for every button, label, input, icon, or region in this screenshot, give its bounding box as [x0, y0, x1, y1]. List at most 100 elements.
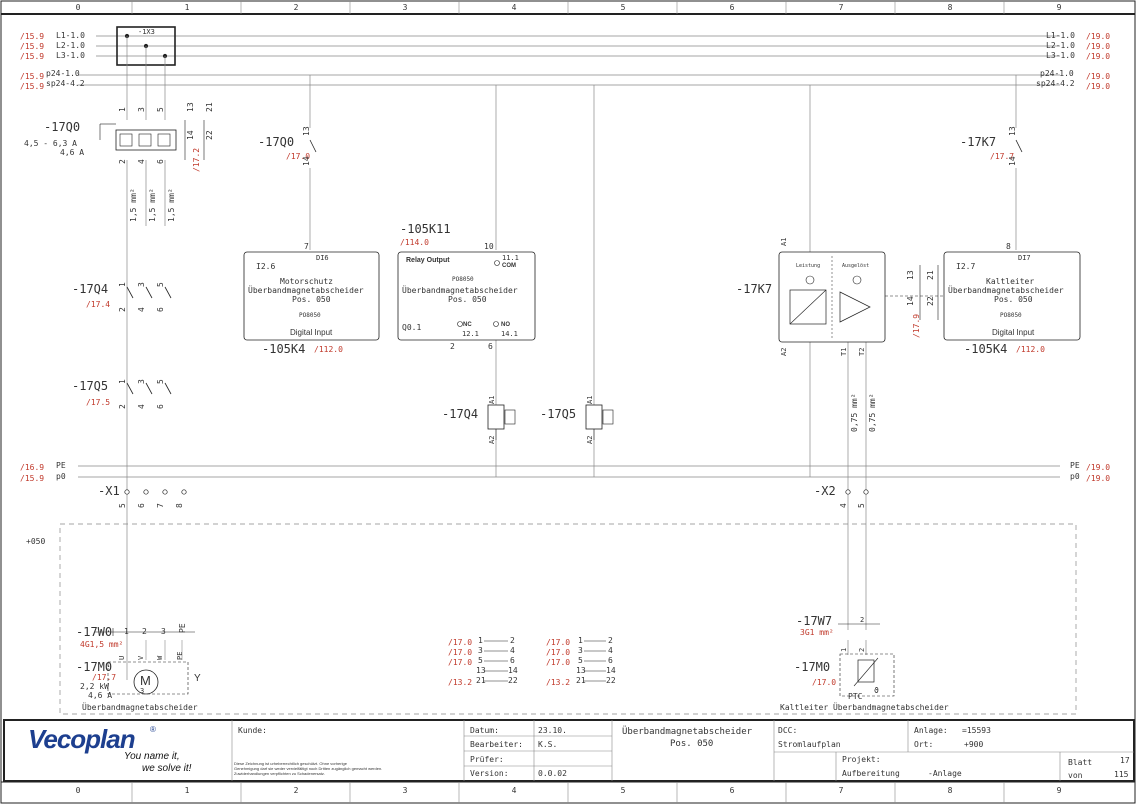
k7-contact-tag: -17K7 — [960, 135, 997, 149]
w7-pin: 2 — [860, 616, 865, 624]
di6-ref: /112.0 — [314, 345, 343, 354]
ruler-top-0: 0 — [75, 3, 81, 12]
relay-desc: Überbandmagnetabscheider — [402, 286, 518, 295]
pe-ref-right: /19.0 — [1086, 463, 1111, 472]
motor-connection: Y — [194, 673, 201, 684]
rail-ref-l1-right: /19.0 — [1086, 32, 1111, 41]
ruler-top-9: 9 — [1056, 3, 1062, 12]
rail-name-l1-left: L1-1.0 — [56, 31, 85, 40]
ruler-top-7: 7 — [838, 3, 844, 12]
version-label: Version: — [470, 769, 509, 778]
ptc-pin-2: 2 — [858, 647, 866, 652]
di7-part: PO8050 — [1000, 312, 1022, 319]
rail-name-sp24-left: sp24-4.2 — [46, 79, 85, 88]
q0-wire-3: 1,5 mm² — [167, 188, 176, 222]
rail-ref-sp24-left: /15.9 — [20, 82, 45, 91]
q4-pin-2: 2 — [118, 307, 127, 312]
di7-address: I2.7 — [956, 262, 976, 271]
di7-label: DI7 — [1018, 254, 1031, 262]
kunde-label: Kunde: — [238, 726, 267, 735]
pruefer-label: Prüfer: — [470, 755, 504, 764]
ct1-b-1: 4 — [510, 646, 515, 655]
motor-tag: -17M0 — [76, 660, 113, 674]
x2-pin-4: 4 — [839, 503, 848, 508]
rail-ref-l2-right: /19.0 — [1086, 42, 1111, 51]
rail-name-l2-left: L2-1.0 — [56, 41, 85, 50]
di6-title: Motorschutz — [280, 277, 333, 286]
q0-pin-5: 5 — [156, 107, 165, 112]
w0-pin-pe: PE — [178, 623, 187, 633]
q4-ref: /17.4 — [86, 300, 111, 309]
k7-pin-14: 14 — [906, 296, 915, 306]
ct2-a-2: 5 — [578, 656, 583, 665]
di7-ref: /112.0 — [1016, 345, 1045, 354]
q5-pin-6: 6 — [156, 404, 165, 409]
ruler-bottom-2: 2 — [293, 786, 299, 795]
ct2-a-0: 1 — [578, 636, 583, 645]
ct2-b-4: 22 — [606, 676, 616, 685]
relay-no-num: 14.1 — [501, 330, 518, 338]
rail-name-p24-left: p24-1.0 — [46, 69, 80, 78]
x2-tag: -X2 — [814, 484, 836, 498]
k7-pin-22: 22 — [926, 296, 935, 306]
di6-pin: 7 — [304, 242, 309, 251]
ruler-bottom-3: 3 — [402, 786, 408, 795]
rail-ref-sp24-right: /19.0 — [1086, 82, 1111, 91]
ct1-b-0: 2 — [510, 636, 515, 645]
ort-label: Ort: — [914, 740, 934, 749]
datum-value: 23.10. — [538, 726, 567, 735]
di6-desc: Überbandmagnetabscheider — [248, 286, 364, 295]
q5-pin-5: 5 — [156, 379, 165, 384]
k7-pin-13: 13 — [906, 270, 915, 280]
di7-type: Digital Input — [992, 328, 1035, 337]
w0-pin-2: 2 — [142, 627, 147, 636]
q4-pin-1: 1 — [118, 282, 127, 287]
ruler-top-1: 1 — [184, 3, 190, 12]
w7-tag: -17W7 — [796, 614, 833, 628]
ruler-top-3: 3 — [402, 3, 408, 12]
anlage-value: =15593 — [962, 726, 991, 735]
p0-name-left: p0 — [56, 472, 66, 481]
di7-title: Kaltleiter — [986, 277, 1035, 286]
p0-ref-left: /15.9 — [20, 474, 45, 483]
k7-contact-pin-14: 14 — [1008, 156, 1017, 166]
motor-power: 2,2 kW — [80, 682, 109, 691]
disclaimer-1: Diese Zeichnung ist urheberrechtlich ges… — [234, 761, 347, 766]
di7-pos: Pos. 050 — [994, 295, 1033, 304]
k7-t2: T2 — [858, 347, 866, 356]
ct1-a-1: 3 — [478, 646, 483, 655]
dcc-value: Stromlaufplan — [778, 740, 841, 749]
q0-range: 4,5 - 6,3 A — [24, 139, 77, 148]
rail-ref-p24-right: /19.0 — [1086, 72, 1111, 81]
pe-ref-left: /16.9 — [20, 463, 45, 472]
rail-ref-l3-right: /19.0 — [1086, 52, 1111, 61]
q0-pin-13: 13 — [186, 102, 195, 112]
drawing-title-2: Pos. 050 — [670, 739, 714, 749]
k7-pin-21: 21 — [926, 270, 935, 280]
ct1-a-3: 13 — [476, 666, 486, 675]
rail-name-l3-left: L3-1.0 — [56, 51, 85, 60]
x1-pin-5: 5 — [118, 503, 127, 508]
ct1-b-3: 14 — [508, 666, 518, 675]
datum-label: Datum: — [470, 726, 499, 735]
ct1-b-4: 22 — [508, 676, 518, 685]
x1-pin-6: 6 — [137, 503, 146, 508]
x3-label: -1X3 — [138, 28, 155, 36]
q0-contact-ref: /17.0 — [286, 152, 311, 161]
rail-ref-l1-left: /15.9 — [20, 32, 45, 41]
ptc-theta: ϑ — [874, 686, 879, 695]
q4-pin-5: 5 — [156, 282, 165, 287]
rail-name-l3-right: L3-1.0 — [1046, 51, 1075, 60]
w0-tag: -17W0 — [76, 625, 113, 639]
ct1-a-4: 21 — [476, 676, 486, 685]
di6-address: I2.6 — [256, 262, 276, 271]
relay-address: Q0.1 — [402, 323, 422, 332]
anlage-label: Anlage: — [914, 726, 948, 735]
q0-pin-6: 6 — [156, 159, 165, 164]
q4-pin-4: 4 — [137, 307, 146, 312]
q5-pin-1: 1 — [118, 379, 127, 384]
di6-pos: Pos. 050 — [292, 295, 331, 304]
coil-q5-tag: -17Q5 — [540, 407, 577, 421]
slogan-line-2: we solve it! — [142, 763, 192, 774]
k7-contact-ref: /17.7 — [990, 152, 1015, 161]
